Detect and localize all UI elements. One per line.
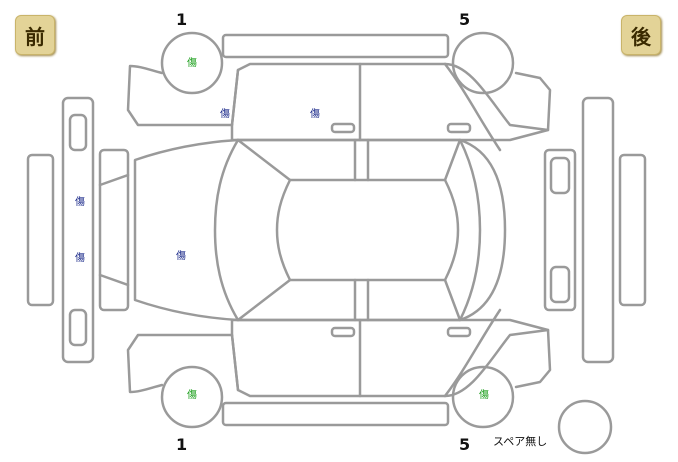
top-side-sill <box>221 33 450 59</box>
windshield-front <box>213 138 240 322</box>
front-bumper-lines <box>98 173 130 287</box>
left-door-handle-front <box>330 122 356 134</box>
right-door-handle-front <box>330 326 356 338</box>
wheel-front-right <box>160 365 224 429</box>
damage-mark-front-left-tire: 傷 <box>187 58 197 69</box>
front-bumper <box>98 148 130 312</box>
top-view-body <box>133 138 507 322</box>
wheel-number-front-top: 1 <box>176 10 188 29</box>
rear-bumper <box>543 148 577 312</box>
damage-mark-hood: 傷 <box>176 251 186 262</box>
left-door-handle-rear <box>446 122 472 134</box>
front-plate <box>26 153 55 307</box>
spare-label: スペア無し <box>493 435 548 448</box>
left-side-body <box>126 62 552 132</box>
wheel-number-rear-bottom: 5 <box>459 435 471 454</box>
damage-mark-rear-right-tire: 傷 <box>479 390 489 401</box>
headlight-left <box>68 113 88 152</box>
damage-mark-front-left-door: 傷 <box>220 109 230 120</box>
right-side-body <box>126 328 552 398</box>
taillight-right <box>549 265 571 304</box>
right-side-doors <box>230 308 502 398</box>
wheel-rear-right <box>451 365 515 429</box>
damage-mark-front-bumper-upper: 傷 <box>75 197 85 208</box>
right-side-rocker <box>230 318 550 337</box>
headlight-right <box>68 308 88 347</box>
front-panel <box>61 96 95 364</box>
front-label: 前 <box>15 15 55 55</box>
pillars <box>236 138 462 322</box>
windshield-rear <box>458 138 482 322</box>
wheel-front-left <box>160 31 224 95</box>
right-door-handle-rear <box>446 326 472 338</box>
left-side-doors <box>230 62 502 152</box>
wheel-number-rear-top: 5 <box>459 10 471 29</box>
wheel-rear-left <box>451 31 515 95</box>
rear-panel <box>581 96 615 364</box>
left-side-rocker <box>230 123 550 142</box>
b-pillars <box>353 138 370 322</box>
damage-mark-rear-left-door: 傷 <box>310 109 320 120</box>
damage-mark-front-right-tire: 傷 <box>187 390 197 401</box>
rear-label: 後 <box>621 15 661 55</box>
wheel-number-front-bottom: 1 <box>176 435 188 454</box>
roof <box>275 178 460 282</box>
spare-tire <box>557 399 613 455</box>
bottom-side-sill <box>221 401 450 427</box>
taillight-left <box>549 156 571 195</box>
damage-mark-front-bumper-lower: 傷 <box>75 253 85 264</box>
rear-plate <box>618 153 647 307</box>
